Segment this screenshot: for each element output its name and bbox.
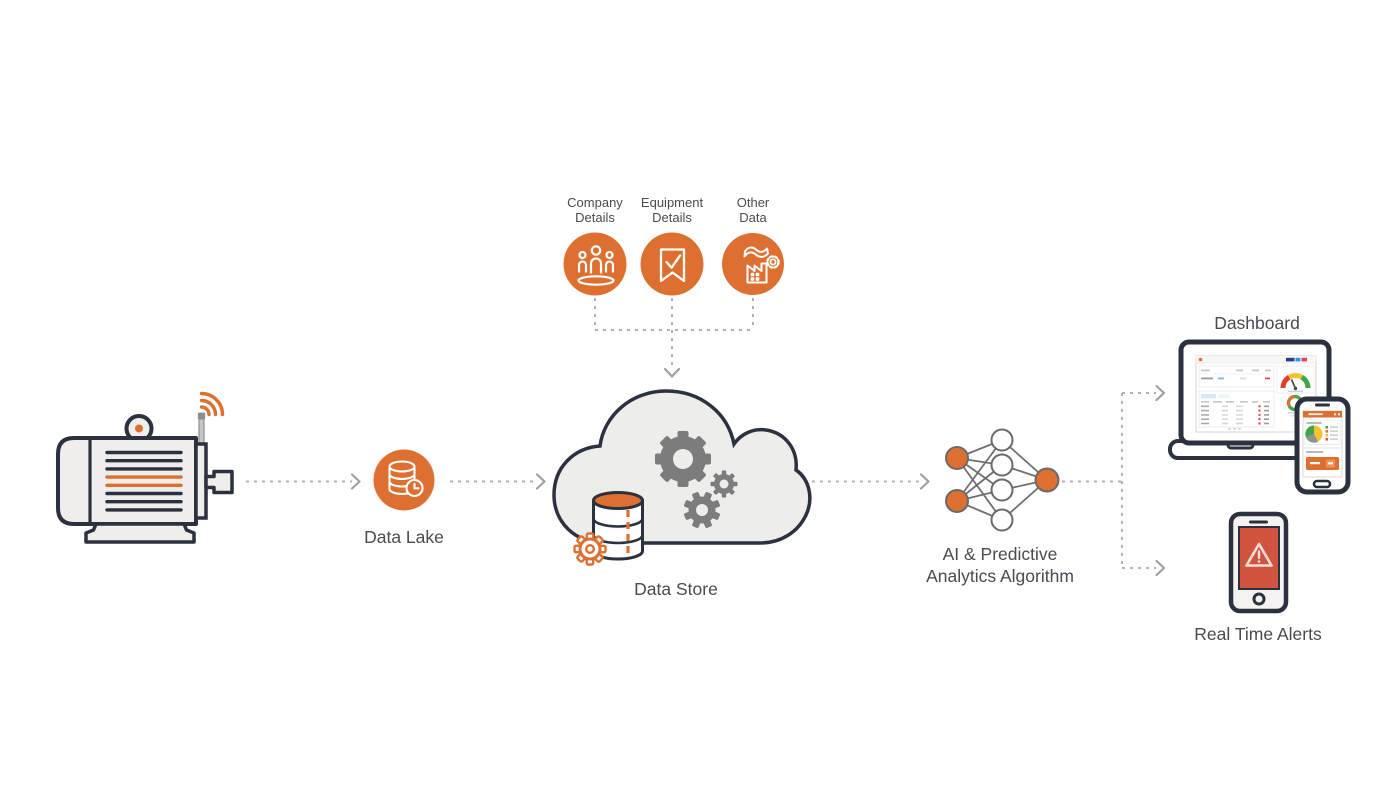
source-other-data: Other Data [722, 195, 784, 295]
input-node-1 [945, 446, 969, 470]
mini-dashboard-ui [1196, 356, 1316, 430]
factory-gear-icon [743, 246, 780, 284]
people-group-icon [577, 245, 615, 286]
arrowhead-alerts [1155, 559, 1166, 577]
gear-icon-large [655, 431, 711, 487]
alert-phone-speaker [1249, 520, 1268, 524]
dashboard-phone-home [1312, 479, 1332, 489]
gear-icon-orange [573, 532, 607, 566]
mini-table-rows [1201, 405, 1269, 425]
dashboard-phone-speaker [1315, 403, 1330, 407]
source3-label-line1: Other [737, 195, 770, 210]
gauge-chart [1280, 373, 1311, 391]
dashboard-phone [1294, 396, 1351, 495]
data-store-label: Data Store [634, 579, 718, 599]
database-clock-icon [388, 460, 424, 498]
ai-label-line2: Analytics Algorithm [926, 566, 1074, 586]
alert-phone-home [1252, 592, 1266, 606]
arrowhead-sources-down [663, 367, 681, 378]
gear-icon-small [710, 470, 738, 498]
mini-chip-navy [1286, 357, 1295, 362]
antenna-rod [198, 416, 205, 446]
motor-base [84, 522, 196, 544]
neural-network-nodes [945, 428, 1060, 532]
warning-triangle-icon [1245, 542, 1273, 567]
mini-chip-pink [1301, 357, 1307, 362]
hidden-node-4 [990, 508, 1014, 532]
output-node [1034, 467, 1060, 493]
mini-chip-blue [1295, 357, 1301, 362]
arrowheads [350, 367, 1166, 577]
source2-circle [640, 232, 704, 296]
data-lake-circle [373, 449, 435, 511]
data-lake-label: Data Lake [364, 527, 444, 547]
phone-pie-chart [1305, 425, 1323, 443]
arrowhead-2 [535, 473, 546, 490]
mini-logo-dot [1198, 357, 1203, 362]
source-company-details: Company Details [563, 195, 627, 296]
source2-label-line1: Equipment [641, 195, 704, 210]
motor-fins [105, 450, 183, 512]
source1-circle [563, 232, 627, 296]
source1-label-line2: Details [575, 210, 615, 225]
data-store-node: Data Store [552, 389, 812, 599]
hidden-node-3 [990, 478, 1014, 502]
alerts-node: Real Time Alerts [1194, 511, 1322, 644]
source3-circle [722, 233, 784, 295]
alerts-label: Real Time Alerts [1194, 624, 1322, 644]
ai-node: AI & Predictive Analytics Algorithm [926, 428, 1074, 586]
data-lake-node: Data Lake [364, 449, 444, 547]
input-node-2 [945, 489, 969, 513]
bookmark-check-icon [659, 248, 686, 283]
hidden-node-1 [990, 428, 1014, 452]
source-equipment-details: Equipment Details [640, 195, 704, 296]
connected-machine [56, 391, 234, 544]
ai-label-line1: AI & Predictive [943, 544, 1058, 564]
wifi-signal-icon [199, 391, 225, 417]
source1-label-line1: Company [567, 195, 623, 210]
connectors [246, 298, 1156, 569]
phone-pie-legend [1325, 426, 1338, 441]
dashboard-node: Dashboard [1168, 313, 1351, 495]
gear-icon-medium [684, 492, 720, 528]
antenna-tip [197, 412, 206, 420]
dashboard-label: Dashboard [1214, 313, 1300, 333]
motor-shaft [204, 469, 234, 495]
hidden-node-2 [990, 453, 1014, 477]
motor-eyelet-dot [135, 424, 143, 433]
source3-label-line2: Data [739, 210, 767, 225]
source2-label-line2: Details [652, 210, 692, 225]
arrowhead-1 [350, 473, 361, 490]
arrowhead-dashboard [1155, 384, 1166, 402]
arrowhead-3 [919, 473, 930, 490]
database-cylinder-icon [592, 491, 644, 561]
